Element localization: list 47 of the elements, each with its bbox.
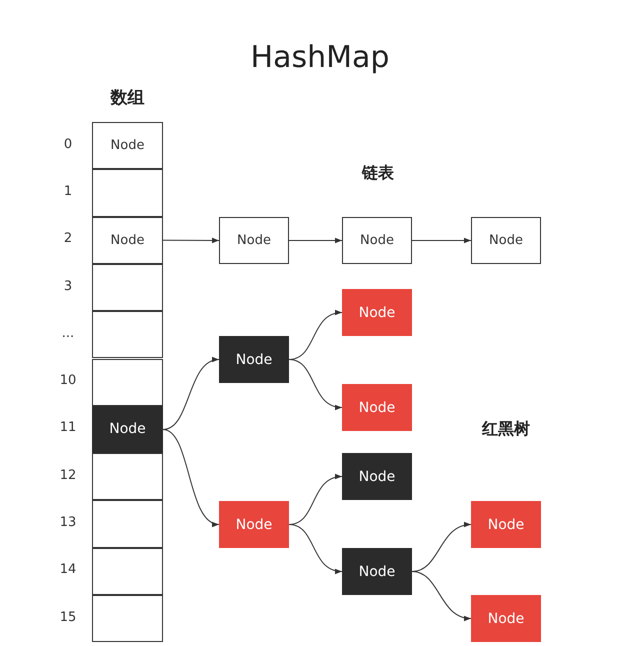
list-node: Node: [342, 217, 412, 264]
index-number: 1: [62, 184, 74, 199]
arrow: [162, 238, 220, 244]
tree-node: Node: [342, 289, 412, 336]
list-heading: 链表: [360, 163, 395, 184]
index-number: 2: [62, 231, 74, 246]
index-number: ...: [60, 326, 76, 341]
array-cell: Node: [92, 406, 163, 454]
array-column: [92, 86, 163, 642]
array-cell: [92, 169, 163, 217]
array-cell: [92, 311, 163, 358]
tree-node: Node: [342, 453, 412, 500]
arrow: [288, 359, 342, 410]
array-heading: 数组: [109, 87, 146, 109]
array-cell: [92, 358, 163, 406]
index-number: 12: [58, 468, 78, 483]
array-cell: Node: [92, 216, 163, 264]
index-number: 10: [58, 373, 78, 388]
index-number: 0: [62, 136, 74, 152]
index-number: 13: [58, 515, 78, 530]
array-cell: [92, 500, 163, 548]
arrow: [162, 358, 220, 430]
arrow: [412, 238, 472, 244]
arrow: [412, 571, 472, 620]
tree-node: Node: [219, 501, 289, 548]
tree-node: Node: [342, 384, 412, 431]
array-cell: [92, 548, 163, 595]
array-cell: [92, 453, 163, 500]
arrow: [412, 522, 472, 572]
list-node: Node: [471, 217, 541, 264]
tree-node: Node: [342, 548, 412, 595]
index-number: 11: [58, 420, 78, 436]
tree-node: Node: [471, 595, 541, 642]
index-number: 3: [62, 278, 74, 294]
index-number: 15: [58, 610, 78, 625]
array-cell: [92, 595, 163, 642]
arrow: [288, 524, 342, 574]
arrow: [288, 238, 342, 244]
title: HashMap: [250, 40, 390, 75]
arrow: [162, 428, 220, 526]
array-cell: Node: [92, 122, 163, 170]
tree-node: Node: [471, 501, 541, 548]
tree-heading: 红黑树: [480, 419, 531, 440]
index-number: 14: [58, 562, 78, 578]
array-cell: [92, 264, 163, 312]
tree-node: Node: [219, 336, 289, 383]
list-node: Node: [219, 217, 289, 264]
